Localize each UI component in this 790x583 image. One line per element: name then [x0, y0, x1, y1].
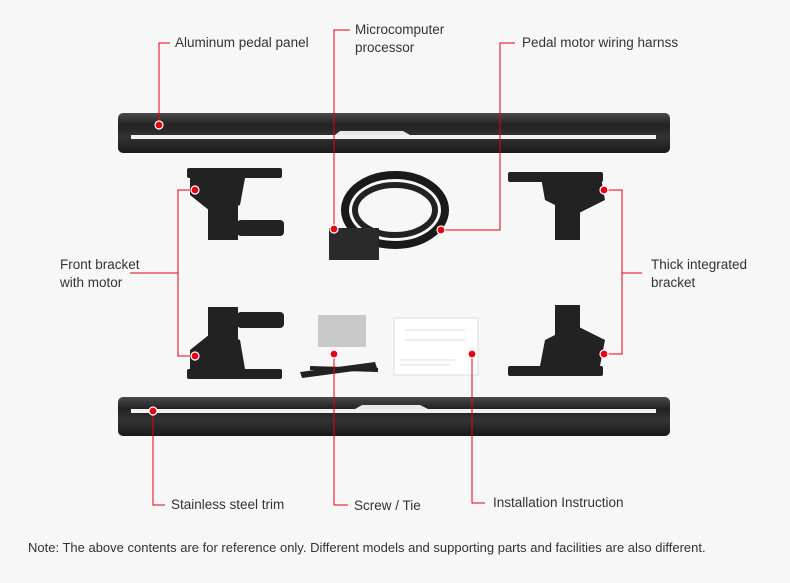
label-pedal-motor-wiring: Pedal motor wiring harnss [522, 35, 679, 50]
leader-lines [130, 29, 642, 506]
thick-bracket-top-image [508, 172, 605, 240]
label-line: bracket [651, 275, 696, 290]
screw-tie-image [300, 315, 379, 378]
label-aluminum-pedal-panel: Aluminum pedal panel [175, 35, 309, 50]
thick-bracket-bottom-image [508, 305, 605, 376]
label-front-bracket: Front bracket with motor [60, 256, 140, 292]
label-thick-bracket: Thick integrated bracket [651, 256, 747, 292]
label-line: processor [355, 40, 415, 55]
label-line: Thick integrated [651, 257, 748, 272]
disclaimer-note: Note: The above contents are for referen… [28, 540, 706, 555]
stainless-trim-bar-image [118, 397, 670, 436]
label-line: Front bracket [60, 257, 140, 272]
label-microcomputer-processor: Microcomputer processor [355, 21, 444, 57]
wiring-harness-image [329, 171, 449, 260]
label-screw-tie: Screw / Tie [354, 498, 421, 513]
label-installation-instruction: Installation Instruction [493, 495, 624, 510]
label-stainless-trim: Stainless steel trim [171, 497, 285, 512]
label-line: with motor [60, 275, 123, 290]
aluminum-pedal-panel-image [118, 113, 670, 153]
front-bracket-top-image [187, 168, 284, 240]
marker-dots [148, 120, 609, 416]
instruction-sheet-image [393, 317, 479, 376]
front-bracket-bottom-image [187, 307, 284, 379]
label-line: Microcomputer [355, 22, 445, 37]
